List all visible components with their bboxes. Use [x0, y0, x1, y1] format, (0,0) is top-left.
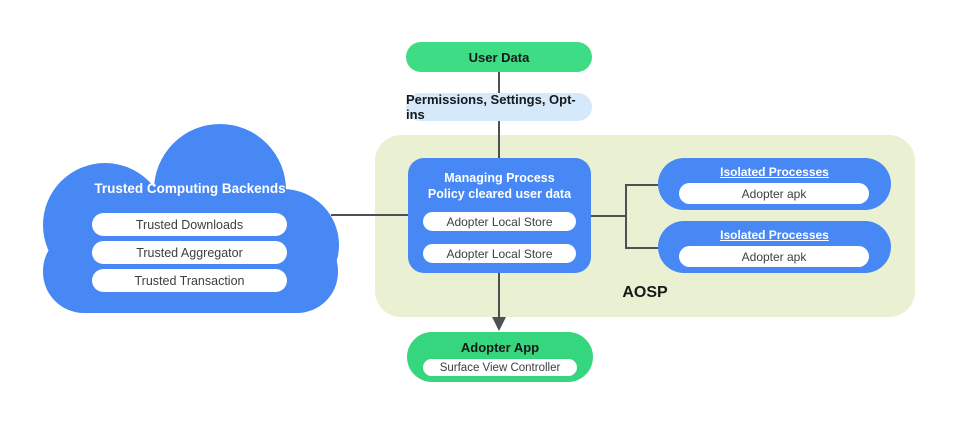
- connector-cloud-managing: [331, 214, 409, 216]
- adopter-app-node: Adopter App Surface View Controller: [407, 332, 593, 382]
- adopter-apk-2: Adopter apk: [679, 246, 869, 267]
- managing-process-title: Managing Process Policy cleared user dat…: [408, 170, 591, 202]
- cloud-item-trusted-aggregator: Trusted Aggregator: [92, 241, 287, 264]
- adopter-local-store-1: Adopter Local Store: [423, 212, 576, 231]
- cloud-title: Trusted Computing Backends: [94, 181, 286, 196]
- surface-view-controller: Surface View Controller: [423, 359, 577, 376]
- connector-split-isolated-2: [625, 247, 661, 249]
- managing-process-title-line2: Policy cleared user data: [427, 187, 572, 201]
- cloud-item-trusted-downloads: Trusted Downloads: [92, 213, 287, 236]
- isolated-process-node-1: Isolated Processes Adopter apk: [658, 158, 891, 210]
- connector-userdata-permissions: [498, 72, 500, 93]
- isolated-process-node-2: Isolated Processes Adopter apk: [658, 221, 891, 273]
- managing-process-node: Managing Process Policy cleared user dat…: [408, 158, 591, 273]
- connector-managing-split: [591, 215, 626, 217]
- permissions-settings-node: Permissions, Settings, Opt-ins: [406, 92, 592, 122]
- isolated-process-title-1: Isolated Processes: [720, 165, 829, 179]
- adopter-local-store-2: Adopter Local Store: [423, 244, 576, 263]
- aosp-label: AOSP: [622, 284, 668, 301]
- connector-managing-adopter: [498, 273, 500, 318]
- connector-split-vertical: [625, 184, 627, 249]
- connector-permissions-managing: [498, 121, 500, 159]
- cloud-item-trusted-transaction: Trusted Transaction: [92, 269, 287, 292]
- adopter-apk-1: Adopter apk: [679, 183, 869, 204]
- connector-split-isolated-1: [625, 184, 661, 186]
- adopter-app-title: Adopter App: [460, 340, 540, 355]
- isolated-process-title-2: Isolated Processes: [720, 228, 829, 242]
- managing-process-title-line1: Managing Process: [444, 171, 555, 185]
- arrow-down-icon: [492, 317, 506, 331]
- user-data-node: User Data: [406, 42, 592, 72]
